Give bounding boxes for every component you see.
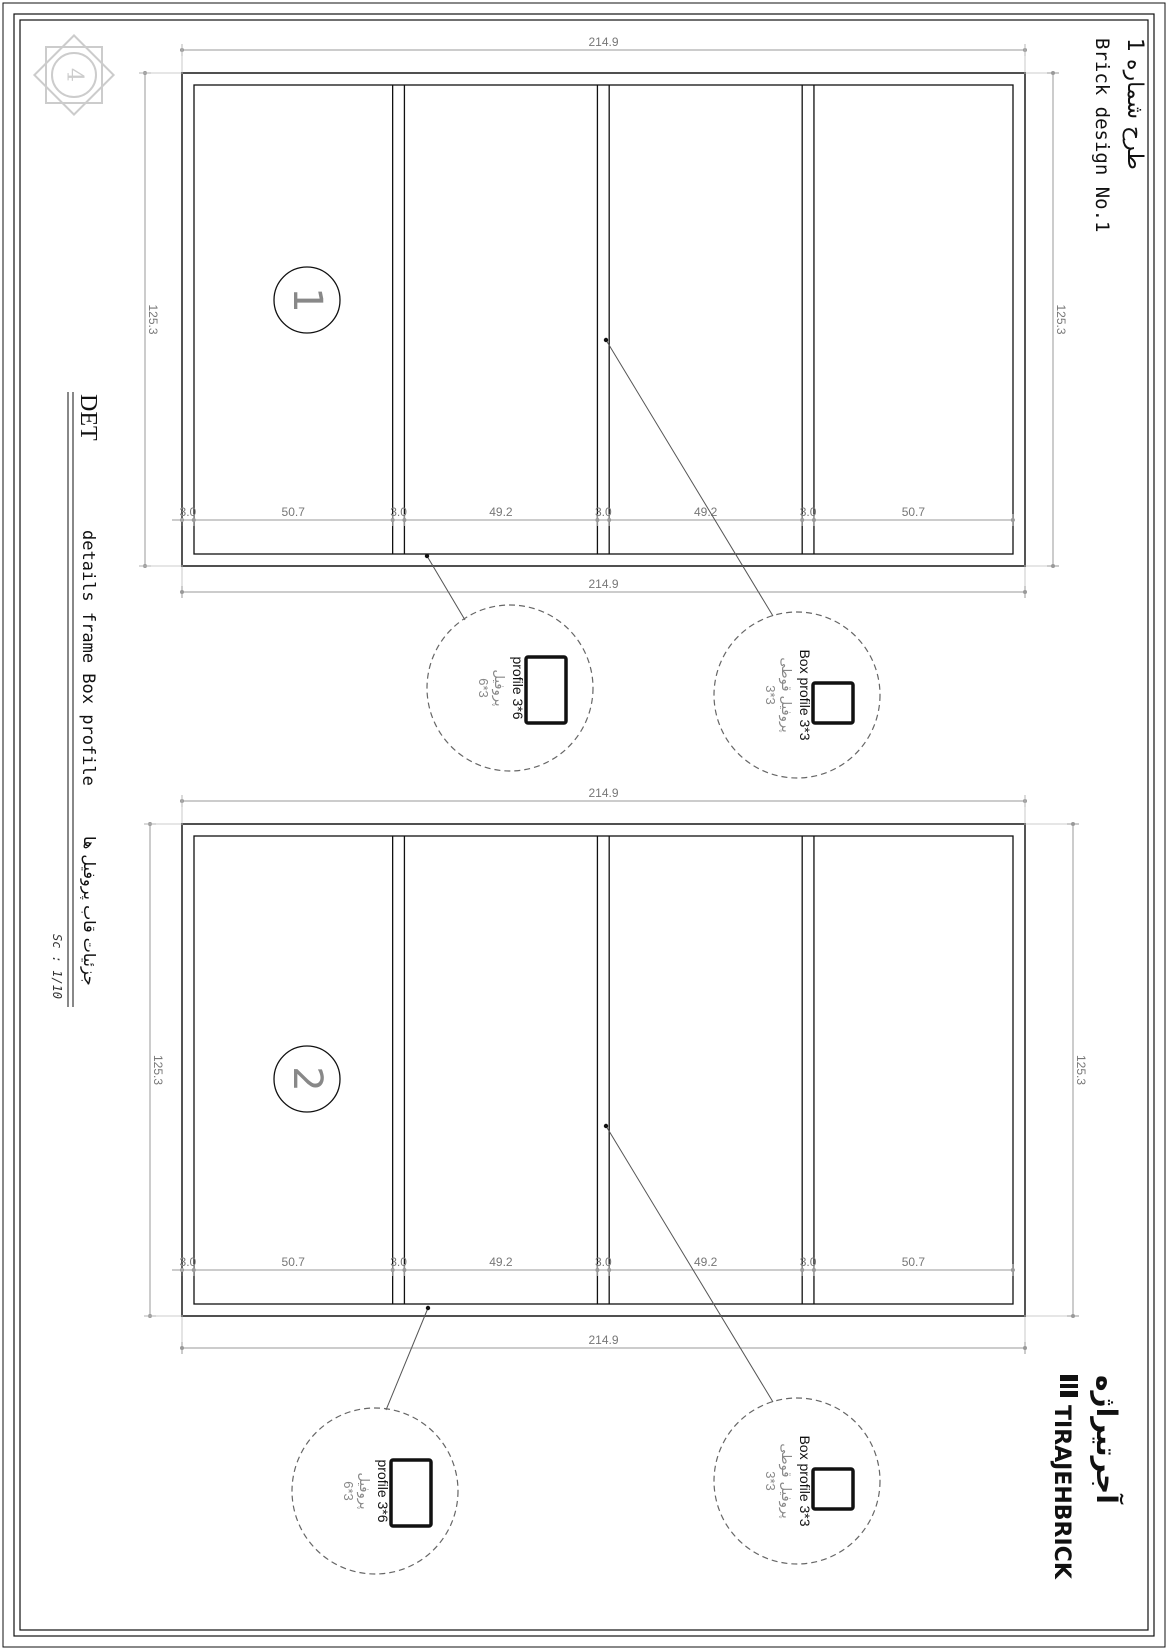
frame-number-badge: 2 — [273, 1045, 341, 1113]
segment-dimension-label: 50.7 — [282, 505, 306, 519]
callout-label-en: Box profile 3*3 — [797, 649, 813, 740]
height-dimension-label: 125.3 — [151, 1055, 165, 1085]
segment-dimension-label: 3.0 — [595, 1255, 612, 1269]
height-dimension-label: 125.3 — [146, 304, 160, 334]
frame-number: 2 — [284, 1066, 330, 1091]
sheet-border-mid — [13, 13, 1155, 1637]
width-dimension-top: 214.9 — [180, 786, 1027, 824]
rect-profile-section-icon — [389, 1458, 433, 1528]
width-dimension-bottom: 214.9 — [180, 73, 1027, 598]
callout-size: 3*3 — [763, 1471, 778, 1491]
design-title-fa: طرح شماره 1 — [1122, 38, 1147, 170]
callout-label-fa: پروفیل قوطی — [778, 1443, 793, 1519]
height-dimension-right: 125.3 — [182, 822, 1088, 1318]
segment-dimension-label: 49.2 — [694, 1255, 718, 1269]
height-dimension-label: 125.3 — [1074, 1055, 1088, 1085]
width-dimension-bottom: 214.9 — [180, 824, 1027, 1354]
width-dimension-label: 214.9 — [588, 577, 618, 591]
sheet-border-inner — [19, 19, 1149, 1631]
segment-dimension-label: 3.0 — [180, 505, 197, 519]
leader-line — [385, 1305, 431, 1411]
segment-dimension-label: 49.2 — [694, 505, 718, 519]
frame-inner — [193, 835, 1014, 1305]
frame-number-badge: 1 — [273, 266, 341, 334]
details-label-fa: جزئیات قاب پروفیل ها — [79, 836, 99, 986]
leader-line — [603, 337, 774, 617]
callout-label-fa: پروفیل قوطی — [778, 657, 793, 733]
callout-label-fa: پروفیل — [491, 669, 506, 706]
rect-profile-section-icon — [524, 655, 568, 725]
segment-dimension-label: 3.0 — [390, 505, 407, 519]
leader-line — [424, 553, 466, 621]
segment-dimension-label: 50.7 — [902, 505, 926, 519]
segment-dimensions: 3.0 50.7 3.0 49.2 3.0 49.2 3.0 50.7 — [172, 505, 1015, 526]
design-title-en: Brick design No.1 — [1091, 38, 1113, 232]
callout-label-en: profile 3*6 — [510, 656, 526, 719]
segment-dimension-label: 49.2 — [489, 505, 513, 519]
segment-dimension-label: 3.0 — [180, 1255, 197, 1269]
segment-dimension-label: 3.0 — [390, 1255, 407, 1269]
brand-logo-icon — [1060, 1375, 1078, 1397]
brand-logo: TIRAJEHBRICK آجرتیراژه — [1049, 1375, 1124, 1580]
callout-size: 6*3 — [341, 1481, 356, 1501]
width-dimension-label: 214.9 — [588, 1333, 618, 1347]
segment-dimension-label: 3.0 — [595, 505, 612, 519]
box-profile-section-icon — [811, 1467, 855, 1511]
frame-number: 1 — [284, 287, 330, 312]
callout-size: 3*3 — [763, 685, 778, 705]
callout-size: 6*3 — [476, 678, 491, 698]
frame-drawing-2: 3.0 50.7 3.0 49.2 3.0 49.2 3.0 50.7 214.9 214.9 12… — [144, 786, 1088, 1575]
sheet-badge-ornament-icon: 4 — [32, 33, 116, 117]
callout-label-en: profile 3*6 — [375, 1459, 391, 1522]
segment-dimension-label: 50.7 — [282, 1255, 306, 1269]
segment-dimension-label: 3.0 — [800, 1255, 817, 1269]
height-dimension-left: 125.3 — [144, 822, 182, 1318]
height-dimension-right: 125.3 — [182, 71, 1068, 568]
box-profile-section-icon — [811, 681, 855, 725]
callout-label-fa: پروفیل — [356, 1472, 371, 1509]
scale-label: Sc : 1/10 — [50, 934, 64, 999]
leader-line — [603, 1123, 774, 1403]
height-dimension-left: 125.3 — [139, 71, 182, 568]
height-dimension-label: 125.3 — [1054, 304, 1068, 334]
segment-dimensions: 3.0 50.7 3.0 49.2 3.0 49.2 3.0 50.7 — [172, 1255, 1015, 1276]
frame-drawing-1: 3.0 50.7 3.0 49.2 3.0 49.2 3.0 50.7 214.9 214.9 12… — [139, 35, 1068, 779]
width-dimension-label: 214.9 — [588, 786, 618, 800]
details-label-en: details frame Box profile — [78, 530, 98, 786]
width-dimension-label: 214.9 — [588, 35, 618, 49]
frame-outer — [181, 72, 1026, 567]
segment-dimension-label: 50.7 — [902, 1255, 926, 1269]
width-dimension-top: 214.9 — [180, 35, 1027, 73]
sheet-badge-number: 4 — [62, 68, 87, 82]
frame-inner — [193, 84, 1014, 555]
segment-dimension-label: 49.2 — [489, 1255, 513, 1269]
segment-dimension-label: 3.0 — [800, 505, 817, 519]
det-label: DET — [75, 394, 101, 441]
brand-name-fa: آجرتیراژه — [1090, 1375, 1124, 1505]
brand-name-en: TIRAJEHBRICK — [1049, 1405, 1074, 1580]
callout-label-en: Box profile 3*3 — [797, 1435, 813, 1526]
